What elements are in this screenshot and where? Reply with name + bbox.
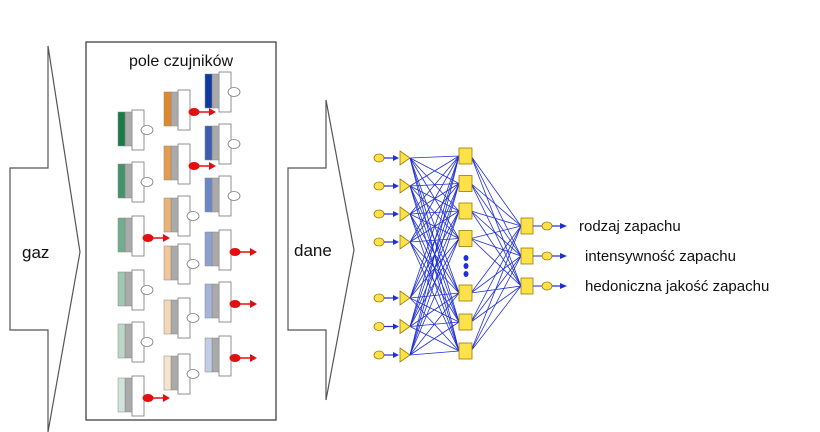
sensor bbox=[117, 215, 170, 257]
sensor bbox=[117, 321, 154, 363]
hidden-node bbox=[458, 147, 473, 165]
idle-signal-dot bbox=[186, 369, 200, 379]
active-signal-dot bbox=[142, 394, 154, 402]
output-label: hedoniczna jakość zapachu bbox=[585, 278, 769, 295]
sensor-array-title: pole czujników bbox=[129, 53, 234, 70]
sensor bbox=[163, 195, 200, 237]
gas-arrow: gaz bbox=[9, 45, 81, 432]
output-label: rodzaj zapachu bbox=[579, 218, 681, 235]
network-connections bbox=[409, 155, 522, 356]
idle-signal-dot bbox=[140, 337, 154, 347]
output-node bbox=[520, 247, 567, 265]
hidden-node bbox=[458, 202, 473, 220]
ellipsis-dot bbox=[463, 255, 469, 261]
input-node bbox=[373, 178, 411, 194]
input-node bbox=[373, 206, 411, 222]
idle-signal-dot bbox=[186, 211, 200, 221]
active-signal-dot bbox=[188, 108, 200, 116]
gas-label: gaz bbox=[22, 243, 49, 262]
neural-network bbox=[373, 147, 473, 363]
network-outputs: rodzaj zapachu intensywność zapachu hedoni… bbox=[520, 217, 769, 295]
input-node bbox=[373, 318, 411, 335]
input-node bbox=[373, 347, 411, 363]
ellipsis-dot bbox=[463, 271, 469, 277]
sensor bbox=[204, 281, 257, 323]
sensor-grid bbox=[117, 71, 257, 417]
sensor bbox=[163, 143, 216, 185]
data-label: dane bbox=[294, 241, 332, 260]
output-label: intensywność zapachu bbox=[585, 248, 736, 265]
hidden-node bbox=[458, 342, 473, 360]
active-signal-dot bbox=[188, 162, 200, 170]
input-node bbox=[373, 150, 411, 166]
input-node bbox=[373, 290, 411, 306]
sensor bbox=[204, 71, 241, 113]
output-node bbox=[520, 217, 567, 235]
idle-signal-dot bbox=[186, 259, 200, 269]
hidden-node bbox=[458, 313, 473, 331]
idle-signal-dot bbox=[227, 139, 241, 149]
sensor bbox=[163, 243, 200, 285]
active-signal-dot bbox=[229, 354, 241, 362]
sensor bbox=[204, 335, 257, 377]
ellipsis-dot bbox=[463, 263, 469, 269]
hidden-node bbox=[458, 230, 473, 247]
hidden-node bbox=[458, 175, 473, 192]
hidden-node bbox=[458, 284, 473, 302]
idle-signal-dot bbox=[186, 313, 200, 323]
sensor bbox=[204, 123, 241, 165]
output-node bbox=[520, 277, 567, 295]
sensor-array-panel: pole czujników bbox=[85, 41, 277, 421]
idle-signal-dot bbox=[140, 285, 154, 295]
active-signal-dot bbox=[229, 300, 241, 308]
sensor bbox=[117, 375, 170, 417]
idle-signal-dot bbox=[140, 177, 154, 187]
sensor bbox=[117, 109, 154, 151]
sensor bbox=[163, 297, 200, 339]
sensor bbox=[204, 229, 257, 271]
active-signal-dot bbox=[229, 248, 241, 256]
data-arrow: dane bbox=[287, 99, 355, 401]
sensor bbox=[204, 175, 241, 217]
input-node bbox=[373, 234, 411, 250]
sensor bbox=[163, 353, 200, 395]
idle-signal-dot bbox=[227, 191, 241, 201]
idle-signal-dot bbox=[227, 87, 241, 97]
active-signal-dot bbox=[142, 234, 154, 242]
sensor bbox=[163, 89, 216, 131]
sensor bbox=[117, 161, 154, 203]
idle-signal-dot bbox=[140, 125, 154, 135]
sensor bbox=[117, 269, 154, 311]
